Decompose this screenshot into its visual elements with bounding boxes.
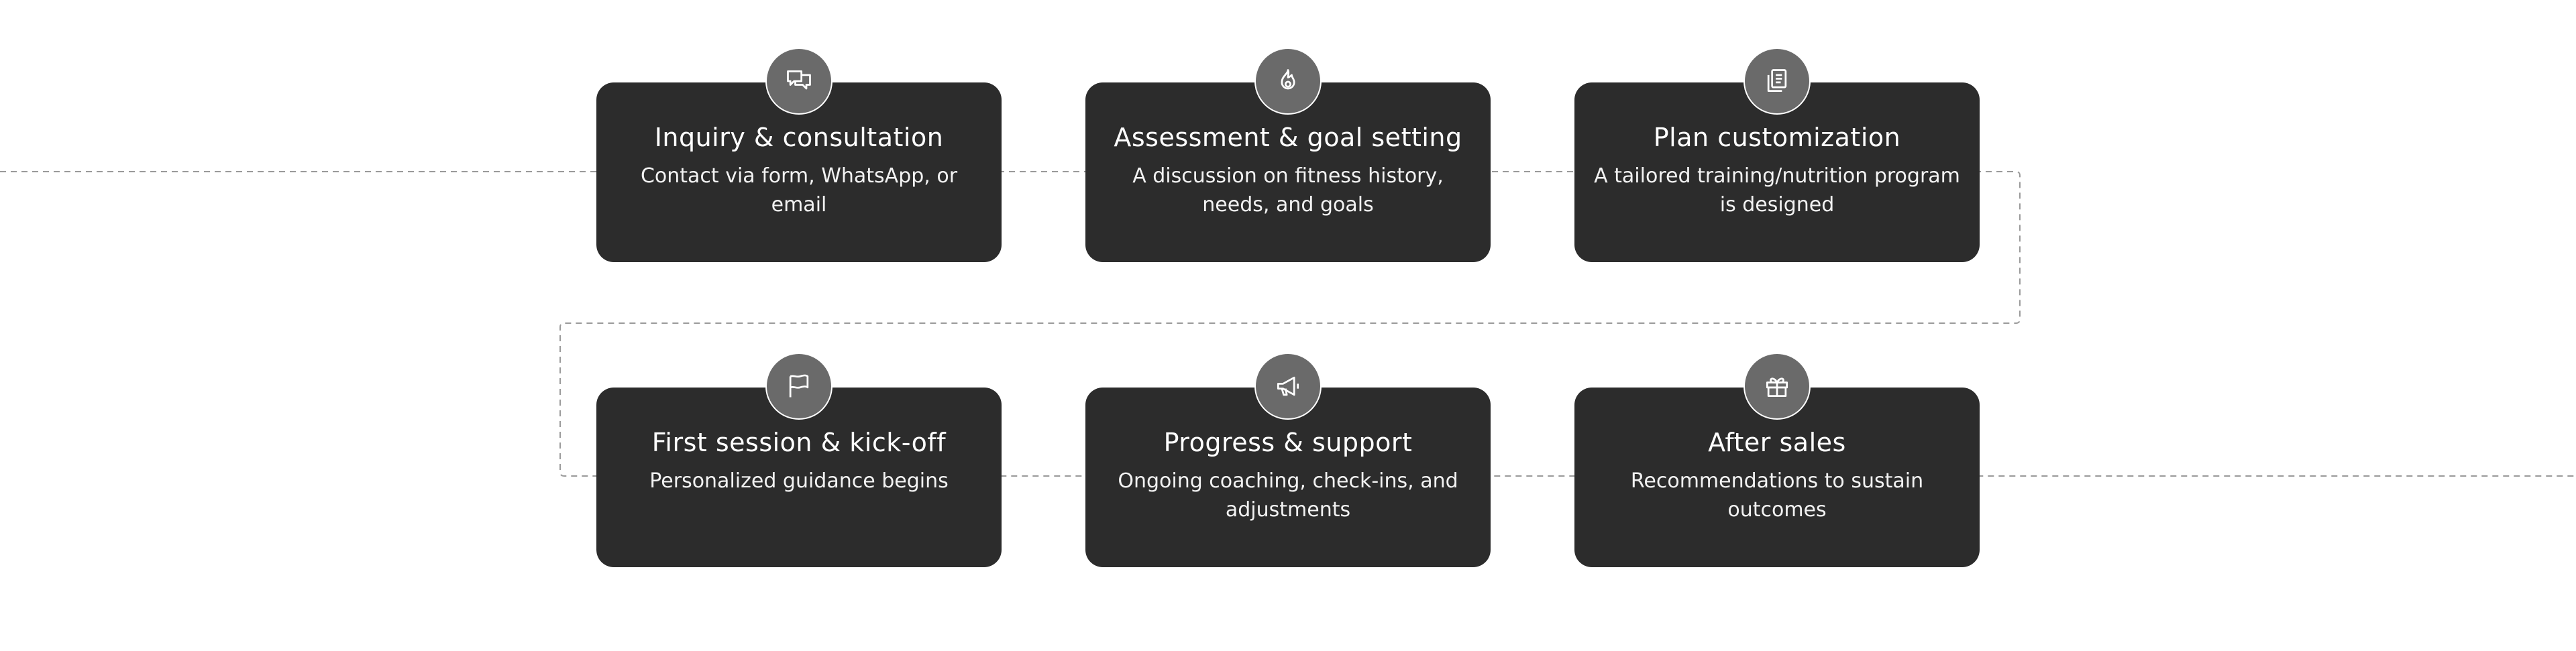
step-description: A discussion on fitness history, needs, … <box>1132 164 1444 217</box>
step-badge <box>1254 353 1322 420</box>
megaphone-icon <box>1277 376 1299 396</box>
step-description: A tailored training/nutrition program is… <box>1594 164 1960 217</box>
step-card-plan: Plan customization A tailored training/n… <box>1574 48 1980 262</box>
chat-bubbles-icon <box>787 70 811 90</box>
step-badge <box>1743 353 1811 420</box>
flame-icon <box>1281 69 1295 90</box>
step-title: First session & kick-off <box>651 428 947 457</box>
step-title: Plan customization <box>1653 123 1901 152</box>
step-card-assessment: Assessment & goal setting A discussion o… <box>1085 48 1491 262</box>
step-card-progress: Progress & support Ongoing coaching, che… <box>1085 353 1491 567</box>
step-title: After sales <box>1708 428 1846 457</box>
step-badge <box>765 48 833 115</box>
step-title: Inquiry & consultation <box>654 123 944 152</box>
step-description: Ongoing coaching, check-ins, and adjustm… <box>1118 469 1458 522</box>
flag-icon <box>789 374 809 398</box>
step-badge <box>765 353 833 420</box>
step-title: Progress & support <box>1163 428 1413 457</box>
step-card-after-sales: After sales Recommendations to sustain o… <box>1574 353 1980 567</box>
step-badge <box>1743 48 1811 115</box>
step-description: Personalized guidance begins <box>649 469 949 493</box>
step-card-inquiry: Inquiry & consultation Contact via form,… <box>596 48 1002 262</box>
step-description: Contact via form, WhatsApp, or email <box>640 164 958 217</box>
step-title: Assessment & goal setting <box>1114 123 1462 152</box>
step-description: Recommendations to sustain outcomes <box>1630 469 1924 522</box>
step-card-first-session: First session & kick-off Personalized gu… <box>596 353 1002 567</box>
documents-icon <box>1767 69 1787 93</box>
step-badge <box>1254 48 1322 115</box>
gift-icon <box>1766 377 1788 398</box>
